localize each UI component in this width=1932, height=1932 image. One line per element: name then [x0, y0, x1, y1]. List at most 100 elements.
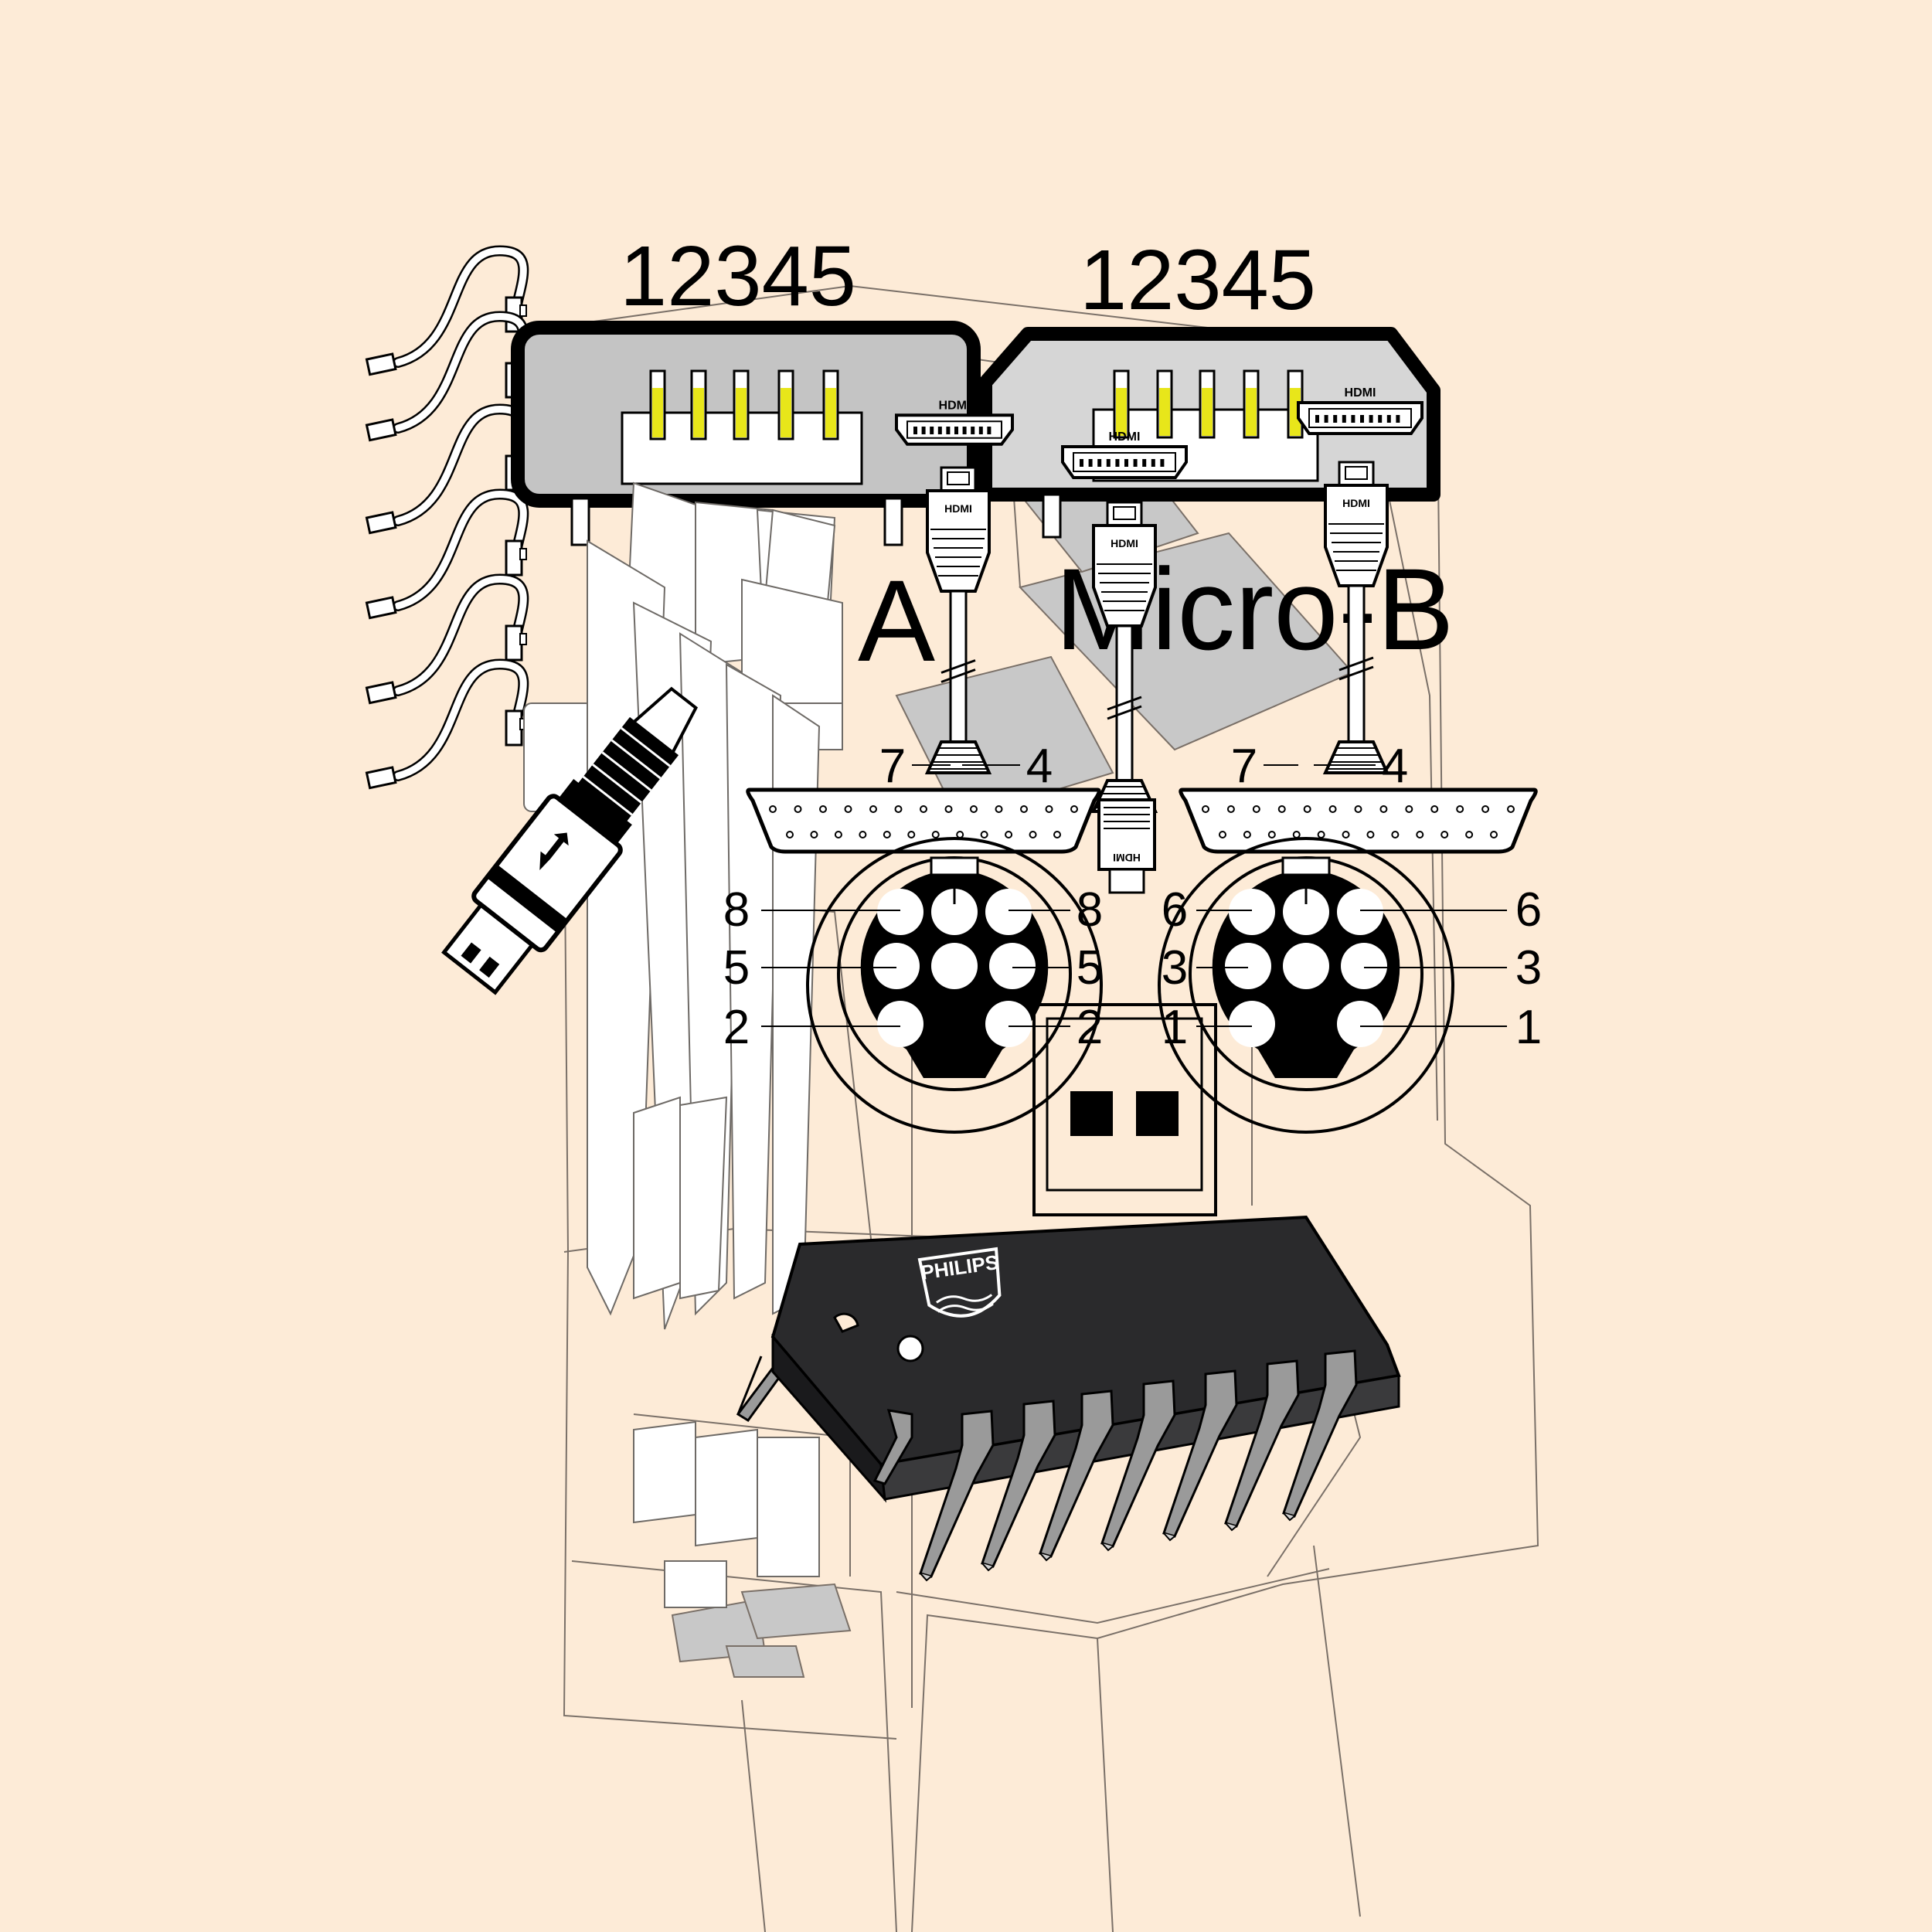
- hdmi-contact: [1080, 459, 1083, 467]
- db25-pin: [1317, 831, 1325, 838]
- hdmi-plug-inverted-tip: [1108, 868, 1145, 894]
- usb-cable-core: [394, 661, 527, 780]
- usb-pin-yellow: [652, 388, 663, 437]
- db25-right: [1179, 787, 1538, 854]
- chip-front-pins: [872, 1349, 1358, 1582]
- dip-chip-icon: PHILIPS: [736, 1215, 1401, 1582]
- db25-pin: [1379, 805, 1388, 813]
- hdmi-contact: [1360, 415, 1364, 423]
- hdmi-contact: [1342, 415, 1346, 423]
- db25-pin: [1303, 805, 1311, 813]
- usb-pin-yellow: [1202, 388, 1213, 436]
- db25-pin: [1490, 831, 1498, 838]
- usb-pin-yellow: [1116, 388, 1127, 436]
- din-left-right-3: 2: [1077, 1001, 1103, 1054]
- hdmi-contact: [962, 427, 967, 434]
- db25-pin: [1405, 805, 1413, 813]
- db25-pin: [1391, 831, 1400, 838]
- hdmi-contact: [987, 427, 992, 434]
- db25-pin: [907, 831, 916, 838]
- hdmi-contact: [971, 427, 975, 434]
- db25-pin: [834, 831, 842, 838]
- usb-pin-yellow: [693, 388, 704, 437]
- hdmi-logo: HDMI: [1109, 430, 1141, 444]
- db25-pin: [1020, 805, 1028, 813]
- usb-pin-yellow: [736, 388, 747, 437]
- usb-type-a-receptacle: [511, 321, 981, 546]
- din-right-pin-hole: [1283, 889, 1329, 935]
- din-left-pin-hole: [931, 889, 978, 935]
- cable-break: [1107, 705, 1142, 720]
- usb-pin-yellow: [1290, 388, 1301, 436]
- cable-break: [1107, 696, 1142, 711]
- din-left-top-right: 4: [1026, 740, 1053, 793]
- db25-connector-icon: [746, 787, 1538, 854]
- cable-break: [1338, 665, 1374, 681]
- hdmi-contact: [1115, 459, 1120, 467]
- din-right-pin-hole: [1283, 943, 1329, 989]
- din-right-right-1: 6: [1515, 883, 1542, 937]
- hdmi-contact: [1151, 459, 1155, 467]
- db25-pin: [859, 831, 867, 838]
- usb-cable-tip: [365, 596, 397, 620]
- chip-pin: [872, 1409, 913, 1485]
- hdmi-logo: HDMI: [1113, 852, 1141, 864]
- chip-pin-tip: [920, 1573, 932, 1582]
- hdmi-contact: [1396, 415, 1400, 423]
- din-right-pin-hole: [1225, 943, 1271, 989]
- din-right-pin-hole: [1229, 889, 1275, 935]
- db25-pin: [920, 805, 927, 813]
- din-right-right-2: 3: [1515, 941, 1542, 995]
- hdmi-contact: [930, 427, 934, 434]
- din-left-left-3: 2: [723, 1001, 750, 1054]
- hdmi-contact: [1106, 459, 1111, 467]
- db25-pin: [1219, 831, 1226, 838]
- hdmi-contact: [1378, 415, 1383, 423]
- hdmi-contact: [1124, 459, 1128, 467]
- din-left-pin-hole: [873, 943, 920, 989]
- type-a-label: A: [858, 556, 935, 685]
- db25-pin: [1226, 805, 1235, 813]
- db25-pin: [1243, 831, 1251, 838]
- db25-pin: [883, 831, 891, 838]
- chip-pin-tip: [1101, 1543, 1114, 1552]
- db25-pin: [1005, 831, 1013, 838]
- db25-pin: [1465, 831, 1474, 838]
- db25-pin: [1456, 805, 1464, 813]
- db25-pin: [1507, 805, 1515, 813]
- db25-pin: [1202, 805, 1209, 813]
- din-right-right-3: 1: [1515, 1001, 1542, 1054]
- hdmi-cable-left-tip: [940, 466, 977, 492]
- usb-cable-core: [394, 247, 527, 366]
- hdmi-cable-right-tip-inner: [1345, 466, 1368, 480]
- hdmi-logo: HDMI: [1111, 537, 1138, 549]
- micro-b-pin-numbers: 12345: [1080, 233, 1316, 328]
- usb-micro-b-pins: [1113, 369, 1304, 439]
- din-right-pin-hole: [1337, 1001, 1383, 1047]
- din-left-pin-hole: [877, 889, 923, 935]
- db25-pin: [769, 805, 777, 813]
- din-right-left-2: 3: [1162, 941, 1188, 995]
- hdmi-contact: [1088, 459, 1093, 467]
- usb-cable-core: [394, 491, 527, 610]
- din-left-key: [930, 856, 979, 876]
- din-left-labels: 7 4 8 5 2 8 5 2: [723, 740, 1103, 1054]
- usb-plug-icon: [441, 686, 698, 995]
- hdmi-contact: [978, 427, 983, 434]
- din-right-left-1: 6: [1162, 883, 1188, 937]
- hdmi-contact: [1386, 415, 1391, 423]
- din-left-left-1: 8: [723, 883, 750, 937]
- din-left-outer: [806, 837, 1103, 1134]
- din-left-left-2: 5: [723, 941, 750, 995]
- db25-pin: [1045, 805, 1053, 813]
- db25-pin: [980, 831, 988, 838]
- db25-pin: [1430, 805, 1439, 813]
- db25-pin: [786, 831, 794, 838]
- hdmi-contact: [946, 427, 951, 434]
- din-right-key: [1281, 856, 1331, 876]
- usb-cable-tip: [365, 681, 397, 705]
- hdmi-cable-left-tip-inner: [947, 471, 970, 485]
- din-right-pin-hole: [1341, 943, 1387, 989]
- hdmi-logo: HDMI: [939, 399, 971, 412]
